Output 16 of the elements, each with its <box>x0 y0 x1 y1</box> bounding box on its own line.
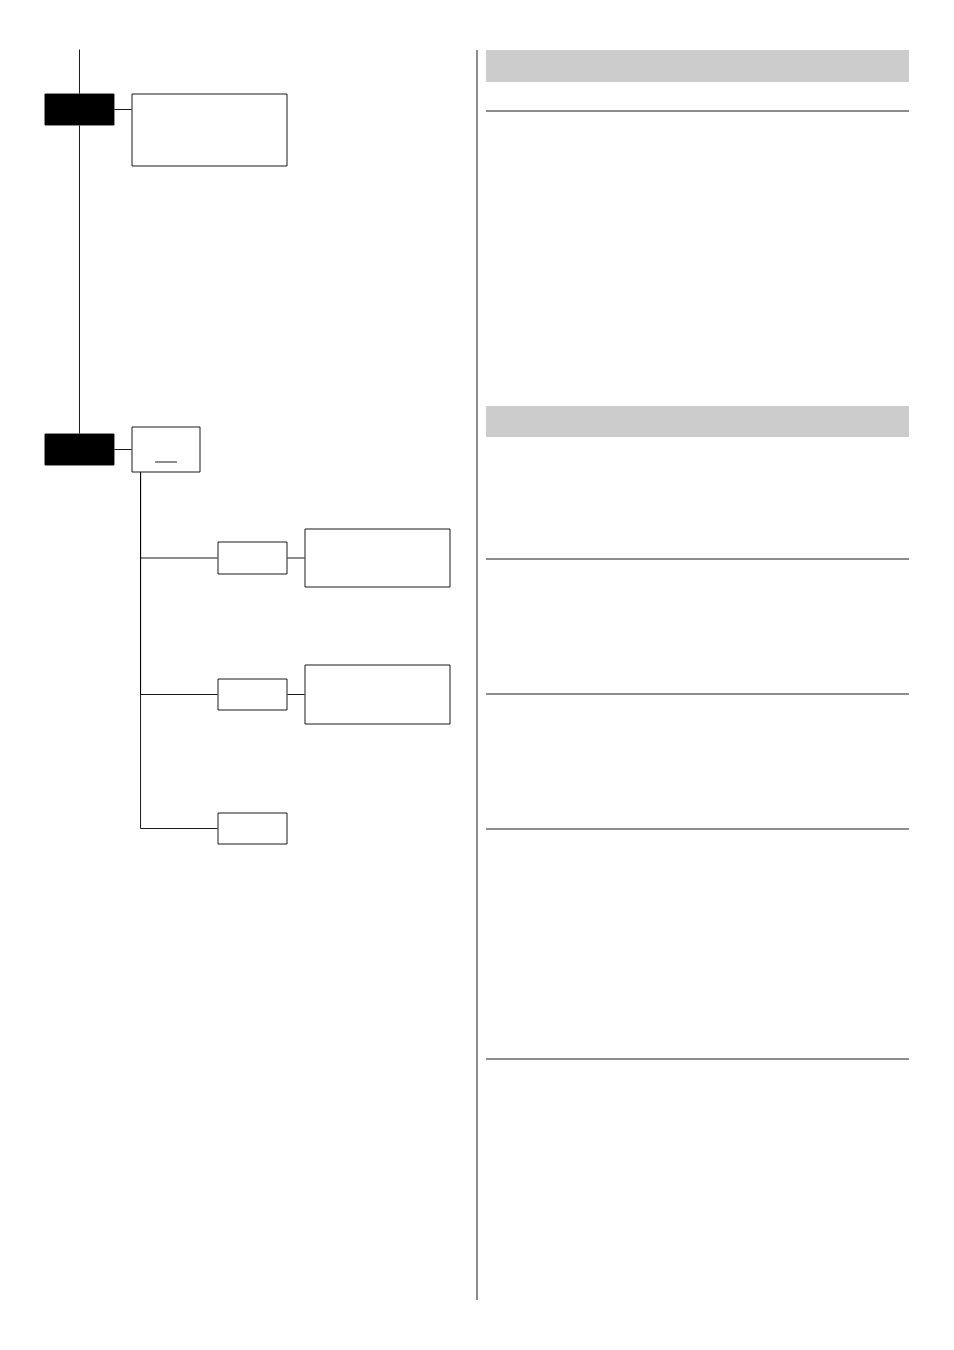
solid-block <box>44 433 115 466</box>
empty-box <box>217 678 288 711</box>
connector-line <box>114 449 132 450</box>
connector-line <box>287 694 305 695</box>
empty-box <box>131 93 288 167</box>
empty-box <box>217 541 288 575</box>
connector-line <box>287 557 305 559</box>
solid-block <box>44 93 115 126</box>
connector-line <box>79 49 80 94</box>
connector-line <box>140 472 218 829</box>
connector-line <box>79 125 80 434</box>
connector-line <box>114 109 132 110</box>
empty-box <box>217 812 288 845</box>
empty-box <box>304 528 451 588</box>
empty-box <box>304 664 451 725</box>
empty-box <box>131 426 201 473</box>
